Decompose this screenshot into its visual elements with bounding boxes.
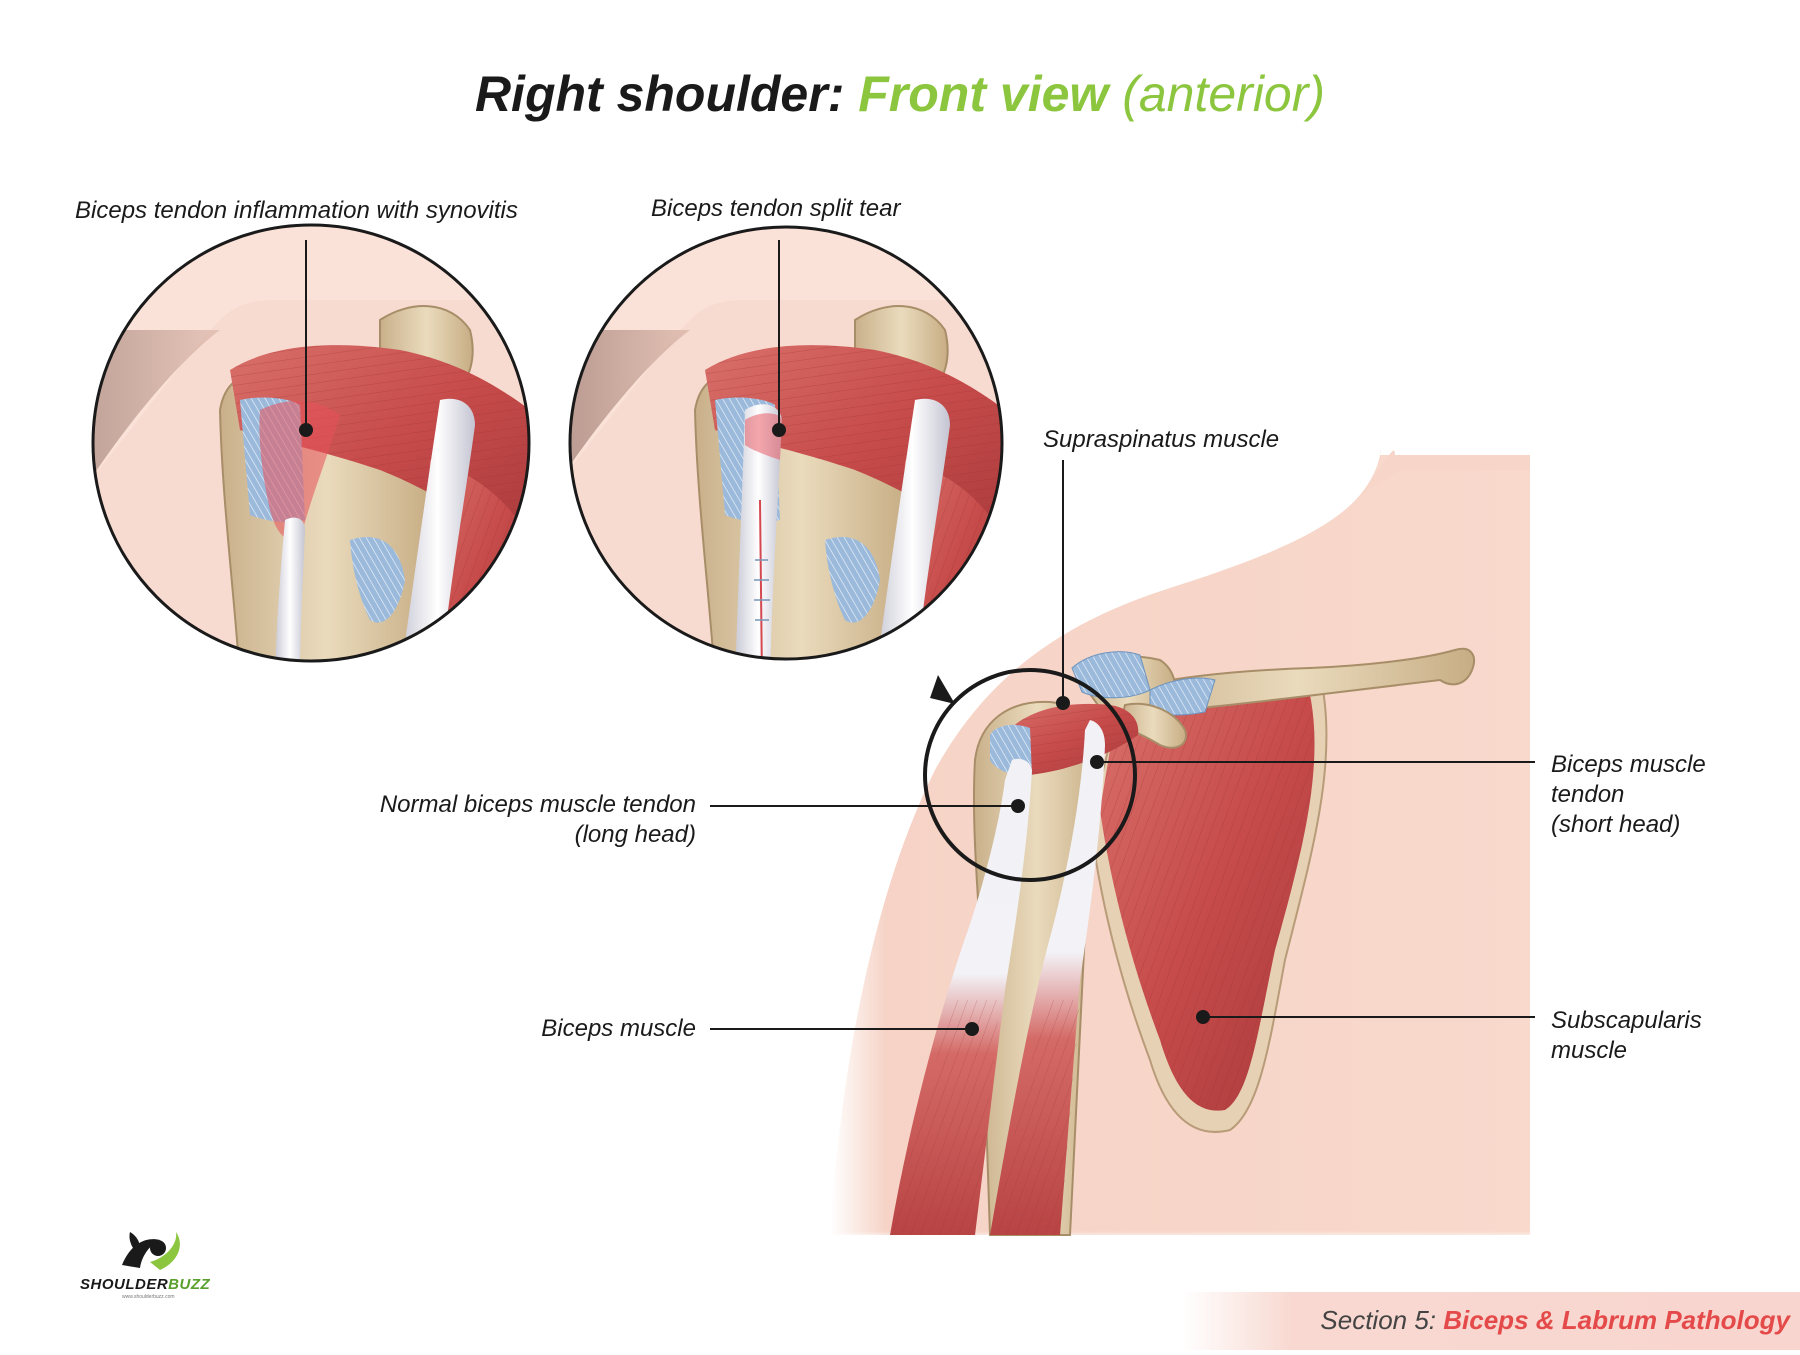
logo-name-part-1: SHOULDER — [80, 1276, 169, 1293]
footer-section: Section 5: Biceps & Labrum Pathology — [1230, 1302, 1790, 1338]
label-supraspinatus: Supraspinatus muscle — [1043, 426, 1280, 453]
magnified-view-inflammation — [91, 223, 531, 663]
logo-url: www.shoulderbuzz.com — [122, 1294, 175, 1300]
label-subscapularis-line-1: Subscapularis — [1551, 1007, 1702, 1034]
label-short-head: Biceps muscle tendon (short head) — [1551, 750, 1706, 840]
label-subscapularis: Subscapularis muscle — [1551, 1006, 1702, 1066]
footer-topic: Biceps & Labrum Pathology — [1443, 1305, 1790, 1335]
leader-lines — [299, 240, 1535, 1036]
label-biceps-muscle: Biceps muscle — [541, 1015, 696, 1042]
label-split-tear: Biceps tendon split tear — [651, 195, 901, 222]
footer-section-number: Section 5: — [1320, 1305, 1437, 1335]
magnified-view-split-tear — [568, 225, 1004, 661]
pointer-arrow — [930, 675, 955, 704]
split-tear-line — [759, 499, 763, 659]
page-title: Right shoulder: Front view (anterior) — [0, 62, 1800, 126]
footer-band — [1182, 1292, 1800, 1350]
logo-wordmark: SHOULDERBUZZ — [80, 1276, 210, 1293]
label-inflammation: Biceps tendon inflammation with synoviti… — [75, 197, 518, 224]
synovitis-inflammation — [259, 400, 340, 541]
label-normal-tendon-line-2: (long head) — [574, 821, 696, 848]
title-separator: : — [827, 66, 845, 122]
label-short-head-line-2: tendon — [1551, 781, 1625, 808]
magnify-circle-small — [923, 668, 1137, 882]
label-short-head-line-1: Biceps muscle — [1551, 751, 1706, 778]
label-normal-tendon-line-1: Normal biceps muscle tendon — [379, 791, 696, 818]
main-shoulder — [820, 450, 1540, 1240]
title-part-1: Right shoulder — [474, 66, 828, 122]
logo-name-part-2: BUZZ — [168, 1276, 211, 1293]
shoulderbuzz-logo-mark — [122, 1232, 180, 1270]
biceps-short-head — [990, 720, 1105, 1235]
label-subscapularis-line-2: muscle — [1551, 1037, 1628, 1064]
title-part-3: (anterior) — [1122, 66, 1326, 122]
label-short-head-line-3: (short head) — [1551, 811, 1681, 838]
label-normal-tendon: Normal biceps muscle tendon (long head) — [300, 790, 696, 850]
title-part-2: Front view — [858, 66, 1109, 122]
